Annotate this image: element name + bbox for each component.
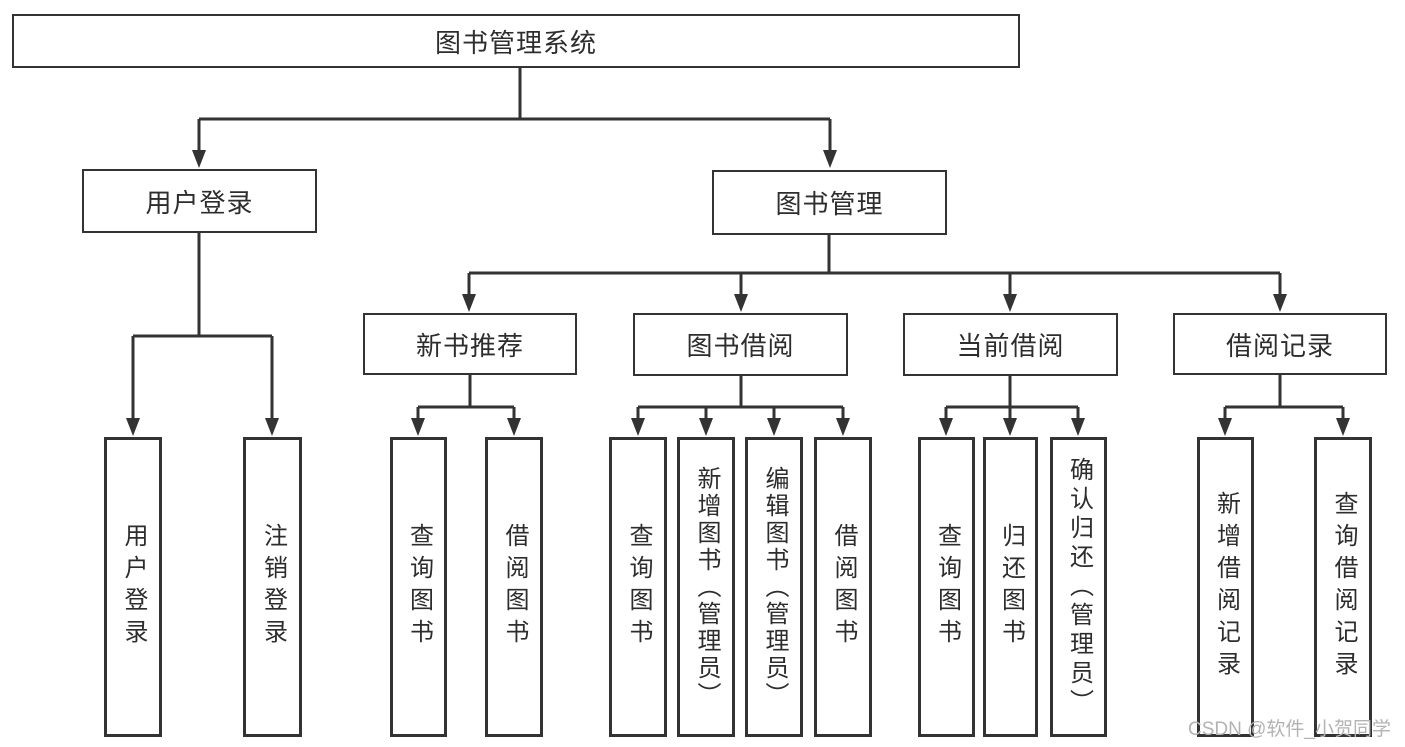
leaf-add-borrow-record: 新增借阅记录 (1197, 437, 1254, 737)
node-new-book-recommend: 新书推荐 (363, 313, 577, 375)
leaf-query-books-borrow-label: 查询图书 (625, 523, 652, 651)
leaf-query-books-recommend-label: 查询图书 (405, 523, 433, 651)
node-root: 图书管理系统 (12, 14, 1020, 68)
arrow-icon (265, 418, 279, 436)
arrow-icon (939, 418, 953, 436)
arrow-icon (836, 418, 850, 436)
node-borrow-records-label: 借阅记录 (1225, 330, 1334, 361)
node-book-management: 图书管理 (712, 170, 947, 235)
leaf-borrow-books-recommend-label: 借阅图书 (501, 523, 528, 651)
arrow-icon (767, 418, 781, 436)
arrow-icon (699, 418, 713, 436)
arrow-icon (631, 418, 645, 436)
leaf-borrow-books: 借阅图书 (814, 437, 872, 737)
leaf-query-borrow-record-label: 查询借阅记录 (1330, 491, 1357, 683)
arrow-icon (1071, 418, 1085, 436)
node-user-login: 用户登录 (82, 169, 317, 233)
leaf-logout-label: 注销登录 (259, 523, 287, 651)
node-current-borrow-label: 当前借阅 (956, 331, 1065, 361)
leaf-query-books-borrow: 查询图书 (609, 437, 667, 737)
arrow-icon (462, 294, 476, 312)
arrow-icon (1273, 294, 1287, 312)
arrow-icon (1336, 418, 1350, 436)
leaf-confirm-return-admin: 确认归还（管理员） (1050, 437, 1107, 737)
leaf-query-books-current: 查询图书 (918, 437, 975, 737)
csdn-watermark: CSDN @软件_小贺同学 (1188, 719, 1391, 740)
leaf-edit-books-admin-label: 编辑图书（管理员） (761, 465, 788, 709)
leaf-query-books-current-label: 查询图书 (933, 523, 961, 651)
leaf-borrow-books-label: 借阅图书 (830, 523, 857, 651)
arrow-icon (192, 150, 206, 168)
leaf-confirm-return-admin-label: 确认归还（管理员） (1065, 456, 1093, 718)
node-book-management-label: 图书管理 (775, 189, 884, 219)
arrow-icon (1003, 418, 1017, 436)
leaf-query-books-recommend: 查询图书 (390, 437, 447, 737)
arrow-icon (507, 418, 521, 436)
arrow-icon (411, 418, 425, 436)
leaf-query-borrow-record: 查询借阅记录 (1314, 437, 1372, 737)
node-new-book-recommend-label: 新书推荐 (415, 330, 524, 361)
node-root-label: 图书管理系统 (434, 27, 597, 58)
leaf-logout: 注销登录 (243, 437, 302, 737)
leaf-add-books-admin: 新增图书（管理员） (677, 437, 735, 737)
node-book-borrow-label: 图书借阅 (686, 331, 795, 361)
arrow-icon (126, 418, 140, 436)
leaf-add-borrow-record-label: 新增借阅记录 (1212, 491, 1240, 683)
node-book-borrow: 图书借阅 (633, 313, 848, 376)
leaf-return-books-label: 归还图书 (997, 523, 1025, 651)
leaf-edit-books-admin: 编辑图书（管理员） (745, 437, 803, 737)
node-borrow-records: 借阅记录 (1173, 313, 1387, 375)
arrow-icon (734, 294, 748, 312)
leaf-return-books: 归还图书 (983, 437, 1038, 737)
node-user-login-label: 用户登录 (145, 187, 254, 218)
leaf-user-login: 用户登录 (104, 437, 162, 737)
arrow-icon (823, 150, 837, 168)
arrow-icon (1218, 418, 1232, 436)
leaf-add-books-admin-label: 新增图书（管理员） (693, 465, 720, 709)
arrow-icon (1003, 294, 1017, 312)
leaf-user-login-label: 用户登录 (120, 523, 147, 651)
node-current-borrow: 当前借阅 (903, 313, 1118, 376)
tree-connector-path (131, 68, 1345, 420)
arrowheads (126, 150, 1350, 436)
leaf-borrow-books-recommend: 借阅图书 (485, 437, 543, 737)
